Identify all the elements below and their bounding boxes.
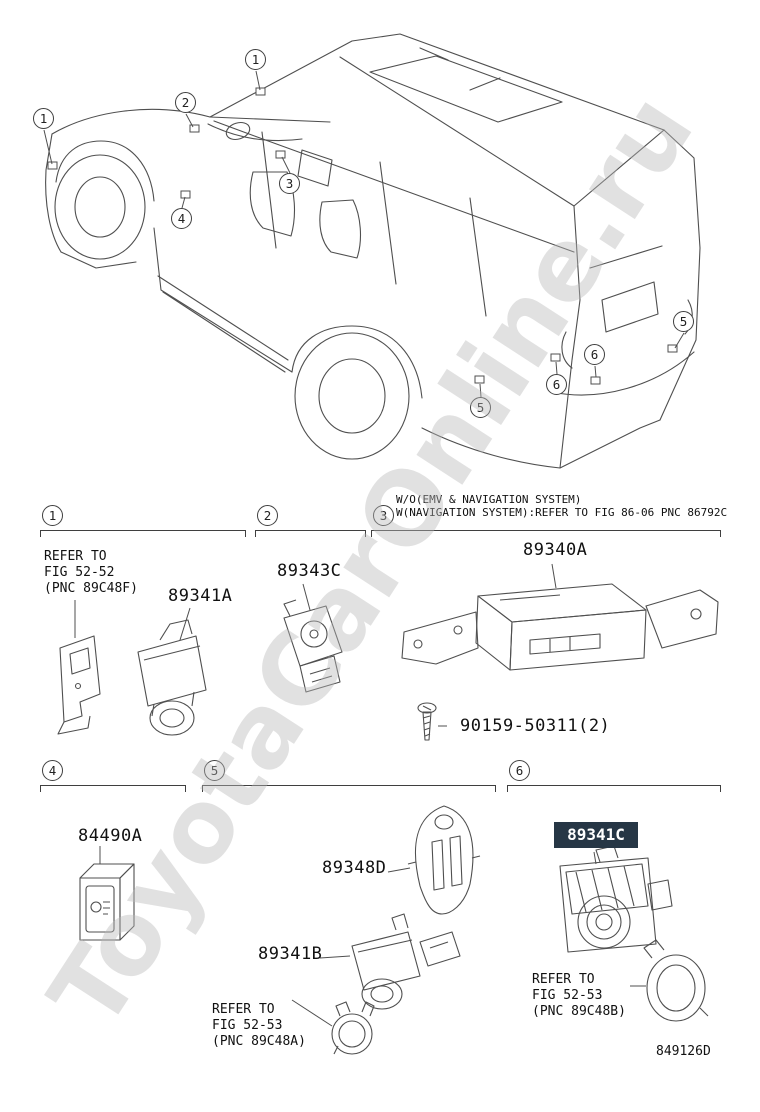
section-5-note: REFER TO FIG 52-53 (PNC 89C48A) — [212, 1002, 306, 1049]
section-2-number: 2 — [257, 505, 278, 526]
section-4-number: 4 — [42, 760, 63, 781]
part-art-89343c — [283, 599, 343, 693]
part-number-89340a: 89340A — [523, 540, 588, 560]
car-callout-2: 2 — [175, 92, 196, 113]
part-number-90159-50311: 90159-50311(2) — [460, 716, 611, 736]
section-3-note: W/O(EMV & NAVIGATION SYSTEM) W(NAVIGATIO… — [396, 493, 728, 519]
car-callout-1b: 1 — [245, 49, 266, 70]
section-5-number: 5 — [204, 760, 225, 781]
part-art-retainer-b — [643, 939, 709, 1022]
section-3-bracket — [371, 530, 721, 538]
part-art-retainer-a — [331, 1001, 375, 1055]
part-number-89343c: 89343C — [277, 561, 342, 581]
highlighted-part-number-89341c[interactable]: 89341C — [554, 822, 638, 848]
section-4-bracket — [40, 785, 186, 793]
section-3-number: 3 — [373, 505, 394, 526]
vehicle-line-art — [45, 33, 701, 469]
part-art-89340a — [401, 583, 719, 671]
part-number-89341b: 89341B — [258, 944, 323, 964]
section-6-number: 6 — [509, 760, 530, 781]
sensor-location-markers — [47, 87, 678, 385]
part-art-84490a — [79, 863, 135, 941]
part-number-84490a: 84490A — [78, 826, 143, 846]
section-2-bracket — [255, 530, 366, 538]
part-art-89341b — [351, 913, 461, 1010]
car-callout-6b: 6 — [584, 344, 605, 365]
car-callout-4: 4 — [171, 208, 192, 229]
car-callout-5a: 5 — [470, 397, 491, 418]
part-number-89348d: 89348D — [322, 858, 387, 878]
part-art-89341c — [559, 845, 673, 953]
section-6-note: REFER TO FIG 52-53 (PNC 89C48B) — [532, 972, 626, 1019]
part-art-fig52-52-bracket — [57, 635, 101, 735]
section-6-bracket — [507, 785, 721, 793]
car-callout-1a: 1 — [33, 108, 54, 129]
part-art-screw — [417, 702, 437, 741]
part-art-89348d — [407, 805, 481, 915]
section-1-number: 1 — [42, 505, 63, 526]
section-1-bracket — [40, 530, 246, 538]
leader-lines — [43, 70, 685, 1027]
part-art-89341a — [137, 619, 207, 736]
section-1-note: REFER TO FIG 52-52 (PNC 89C48F) — [44, 549, 138, 596]
car-callout-6a: 6 — [546, 374, 567, 395]
part-number-89341a: 89341A — [168, 586, 233, 606]
diagram-code: 849126D — [656, 1044, 711, 1059]
car-callout-5b: 5 — [673, 311, 694, 332]
section-5-bracket — [202, 785, 496, 793]
car-callout-3: 3 — [279, 173, 300, 194]
